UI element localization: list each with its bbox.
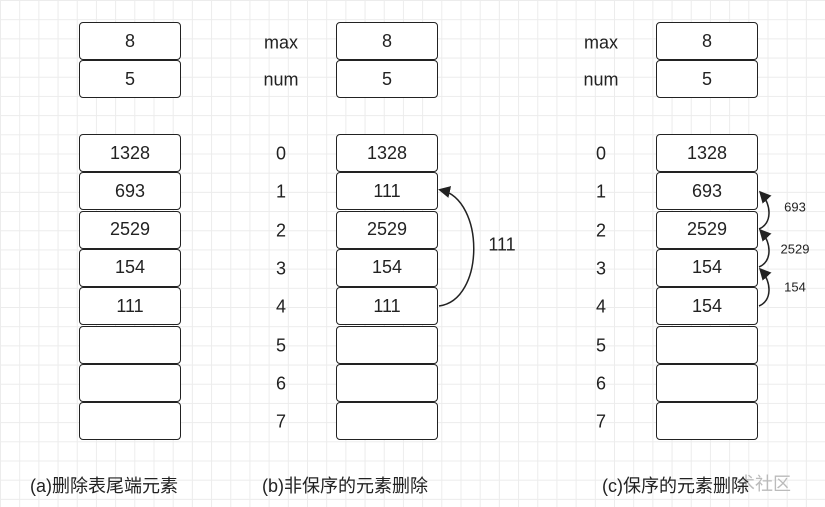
index-label: 1 (595, 181, 607, 202)
array-cell (79, 325, 181, 364)
index-label: 5 (275, 335, 287, 355)
index-label: 5 (595, 335, 607, 355)
array-cell: 2529 (336, 210, 438, 249)
array-cell: 2529 (79, 210, 181, 249)
index-label: 0 (595, 143, 607, 164)
array-cell: 1328 (656, 134, 758, 172)
index-label: 7 (595, 411, 607, 432)
shift-arrow-c-1 (758, 190, 772, 230)
num-cell: 5 (656, 60, 758, 98)
index-label: 4 (275, 296, 287, 317)
watermark: 术社区 (737, 474, 791, 494)
swap-arrow-b (438, 186, 475, 307)
max-cell: 8 (336, 22, 438, 60)
index-label: 6 (595, 373, 607, 394)
array-cell: 1328 (79, 134, 181, 172)
arrow-label-b: 111 (488, 234, 516, 255)
index-label: 3 (275, 258, 287, 279)
max-cell: 8 (656, 22, 758, 60)
array-cell (336, 363, 438, 402)
array-cell: 1328 (336, 134, 438, 172)
index-label: 1 (275, 181, 287, 202)
index-label: 3 (595, 258, 607, 279)
index-label: 0 (275, 143, 287, 164)
num-label: num (263, 69, 299, 90)
shift-arrow-c-2 (758, 228, 772, 268)
arrow-label-c: 154 (784, 279, 806, 295)
array-cell: 111 (79, 287, 181, 326)
array-cell: 154 (79, 248, 181, 287)
array-cell: 2529 (656, 210, 758, 249)
array-cell (336, 402, 438, 441)
array-cell: 693 (79, 172, 181, 211)
num-cell: 5 (79, 60, 181, 98)
index-label: 7 (275, 411, 287, 432)
max-label: max (583, 32, 619, 53)
num-cell: 5 (336, 60, 438, 98)
caption-a: (a)删除表尾端元素 (30, 476, 178, 496)
array-cell (79, 402, 181, 441)
index-label: 2 (595, 220, 607, 241)
array-cell (656, 363, 758, 402)
index-label: 2 (275, 220, 287, 241)
arrow-label-c: 2529 (780, 241, 810, 257)
array-cell: 154 (656, 287, 758, 326)
array-cell (336, 325, 438, 364)
array-cell: 111 (336, 287, 438, 326)
arrow-label-c: 693 (784, 199, 806, 215)
array-cell (656, 325, 758, 364)
array-cell: 693 (656, 172, 758, 211)
index-label: 6 (275, 373, 287, 394)
shift-arrow-c-3 (758, 267, 772, 307)
num-label: num (583, 69, 619, 90)
max-label: max (263, 32, 299, 53)
array-cell: 111 (336, 172, 438, 211)
array-cell: 154 (656, 248, 758, 287)
index-label: 4 (595, 296, 607, 317)
caption-b: (b)非保序的元素删除 (262, 476, 428, 496)
max-cell: 8 (79, 22, 181, 60)
array-cell (79, 363, 181, 402)
array-cell: 154 (336, 248, 438, 287)
caption-c: (c)保序的元素删除 (602, 476, 749, 496)
array-cell (656, 402, 758, 441)
